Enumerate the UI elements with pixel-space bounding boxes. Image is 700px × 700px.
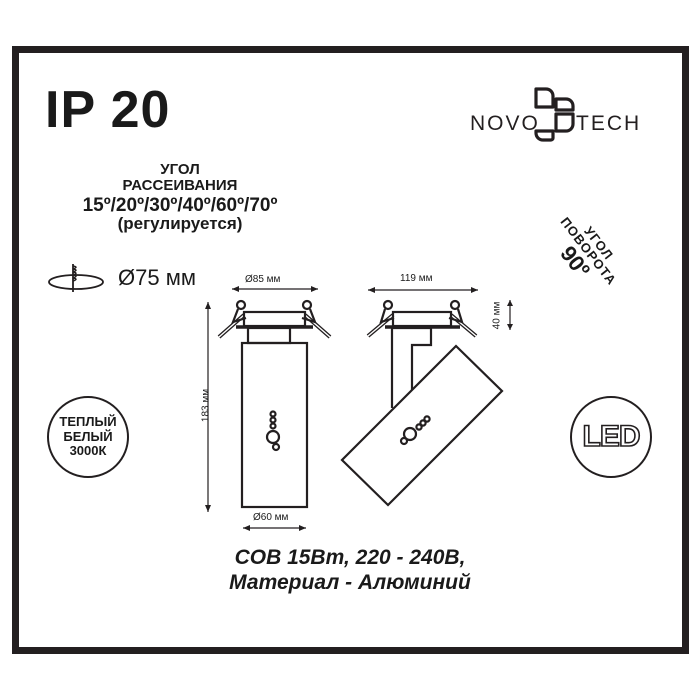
beam-angle-block: УГОЛ РАССЕИВАНИЯ 15º/20º/30º/40º/60º/70º… xyxy=(55,162,305,233)
warm-white-line-3: 3000К xyxy=(69,443,107,459)
svg-text:TECH: TECH xyxy=(576,112,641,135)
spec-material: Материал - Алюминий xyxy=(229,571,471,595)
brand-logo-icon: NOVO TECH xyxy=(470,87,641,142)
beam-angle-note: (регулируется) xyxy=(117,214,243,234)
side-width-label: 119 мм xyxy=(400,273,433,284)
led-badge: LED xyxy=(570,396,652,478)
side-depth-label: 40 мм xyxy=(491,301,503,330)
svg-text:NOVO: NOVO xyxy=(470,112,540,135)
recessed-cutout-icon xyxy=(46,262,106,294)
front-bottom-width-label: Ø60 мм xyxy=(253,512,289,523)
front-height-label: 183 мм xyxy=(200,388,212,423)
front-top-width-label: Ø85 мм xyxy=(245,274,281,285)
specifications: COB 15Вт, 220 - 240В, Материал - Алюмини… xyxy=(150,545,550,595)
spec-power-voltage: COB 15Вт, 220 - 240В, xyxy=(234,546,466,569)
warm-white-badge: ТЕПЛЫЙ БЕЛЫЙ 3000К xyxy=(47,396,129,478)
led-icon: LED xyxy=(582,419,642,454)
warm-white-line-2: БЕЛЫЙ xyxy=(63,428,113,444)
beam-angle-values: 15º/20º/30º/40º/60º/70º xyxy=(82,194,278,216)
beam-angle-title-2: РАССЕИВАНИЯ xyxy=(122,176,238,194)
ip-rating: IP 20 xyxy=(45,81,171,139)
spec-sheet-frame xyxy=(12,46,689,654)
cutout-diameter-label: Ø75 мм xyxy=(118,265,196,290)
beam-angle-title-1: УГОЛ xyxy=(160,161,200,178)
warm-white-line-1: ТЕПЛЫЙ xyxy=(59,413,117,429)
novotech-logo: NOVO TECH xyxy=(470,86,660,142)
